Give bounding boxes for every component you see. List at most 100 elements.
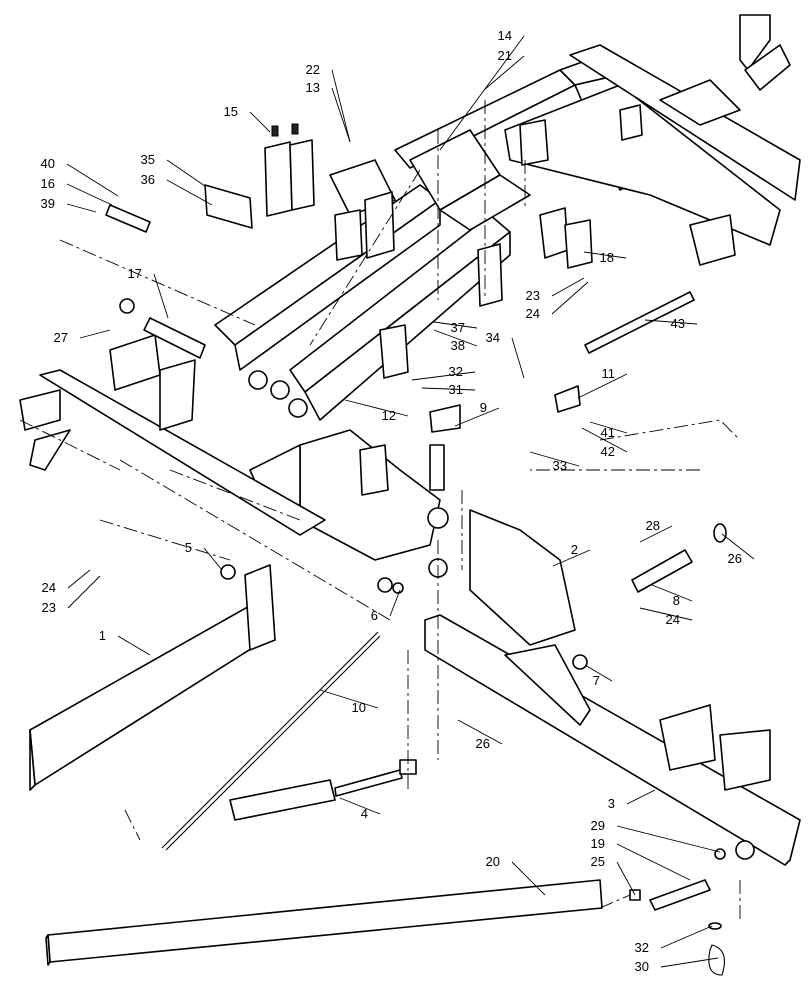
callout-leader-33 xyxy=(529,451,580,467)
callout-11: 11 xyxy=(602,366,616,381)
callout-leader-26 xyxy=(721,533,755,560)
callout-4: 4 xyxy=(361,806,368,821)
callout-41: 41 xyxy=(601,425,615,440)
callout-leader-29 xyxy=(616,825,721,853)
callout-leader-43 xyxy=(644,319,698,325)
callout-leader-1 xyxy=(117,635,151,656)
callout-30: 30 xyxy=(635,959,649,974)
callout-leader-2 xyxy=(552,549,591,567)
hydraulic-valve-block xyxy=(264,123,315,217)
callout-leader-31 xyxy=(421,387,476,391)
callout-leader-3 xyxy=(626,789,656,805)
hydraulic-cylinder-4 xyxy=(229,759,417,821)
callout-6: 6 xyxy=(371,608,378,623)
callout-leader-37 xyxy=(433,321,478,329)
callout-36: 36 xyxy=(141,172,155,187)
callout-leader-10 xyxy=(319,689,379,709)
callout-29: 29 xyxy=(591,818,605,833)
callout-leader-7 xyxy=(584,664,613,682)
callout-25: 25 xyxy=(591,854,605,869)
callout-leader-8 xyxy=(651,584,693,602)
callout-3: 3 xyxy=(608,796,615,811)
callout-21: 21 xyxy=(498,48,512,63)
callout-leader-5 xyxy=(203,547,223,571)
callout-35: 35 xyxy=(141,152,155,167)
callout-leader-24 xyxy=(639,607,693,621)
callout-leader-25 xyxy=(616,861,636,896)
callout-leader-14 xyxy=(439,35,525,151)
callout-leader-11 xyxy=(577,373,628,399)
callout-26: 26 xyxy=(476,736,490,751)
rod-43 xyxy=(584,291,695,354)
callout-15: 15 xyxy=(224,104,238,119)
callout-14: 14 xyxy=(498,28,512,43)
right-wing-frame xyxy=(424,509,801,866)
callout-leader-30 xyxy=(660,957,719,968)
callout-24: 24 xyxy=(526,306,540,321)
callout-leader-17 xyxy=(153,273,169,319)
callout-12: 12 xyxy=(382,408,396,423)
callout-18: 18 xyxy=(600,250,614,265)
callout-leader-20 xyxy=(511,861,546,896)
callout-39: 39 xyxy=(41,196,55,211)
callout-leader-32 xyxy=(411,371,476,381)
callout-26: 26 xyxy=(728,551,742,566)
callout-leader-21 xyxy=(483,55,525,91)
callout-leader-22 xyxy=(331,69,351,143)
callout-leader-23 xyxy=(551,277,585,297)
callout-19: 19 xyxy=(591,836,605,851)
callout-leader-24 xyxy=(67,569,91,589)
callout-32: 32 xyxy=(449,364,463,379)
callout-leader-39 xyxy=(66,203,97,213)
callout-leader-41 xyxy=(589,421,628,434)
callout-34: 34 xyxy=(486,330,500,345)
callout-43: 43 xyxy=(671,316,685,331)
callout-5: 5 xyxy=(185,540,192,555)
callout-leader-40 xyxy=(66,163,119,197)
callout-1: 1 xyxy=(99,628,106,643)
callout-leader-42 xyxy=(581,427,628,453)
callout-22: 22 xyxy=(306,62,320,77)
cylinder-40 xyxy=(105,204,151,233)
callout-leader-35 xyxy=(166,159,206,187)
callout-leader-32 xyxy=(660,925,713,949)
rod-10 xyxy=(161,631,381,851)
callout-leader-15 xyxy=(249,111,271,133)
callout-17: 17 xyxy=(128,266,142,281)
callout-32: 32 xyxy=(635,940,649,955)
callout-leader-12 xyxy=(344,399,409,417)
callout-27: 27 xyxy=(54,330,68,345)
callout-labels: 4016393536152213142117271823244337383432… xyxy=(41,28,755,974)
center-tongue-assembly xyxy=(214,129,531,421)
callout-leader-4 xyxy=(339,797,381,815)
callout-leader-34 xyxy=(511,337,525,379)
callout-10: 10 xyxy=(352,700,366,715)
callout-13: 13 xyxy=(306,80,320,95)
callout-leader-16 xyxy=(66,183,113,206)
mount-plate xyxy=(204,184,253,229)
callout-leader-18 xyxy=(583,251,627,259)
left-wing-frame xyxy=(19,334,404,791)
rear-main-frame xyxy=(394,14,801,266)
pin-30 xyxy=(708,922,725,976)
callout-leader-24 xyxy=(551,281,589,315)
callout-24: 24 xyxy=(42,580,56,595)
callout-31: 31 xyxy=(449,382,463,397)
callout-9: 9 xyxy=(480,400,487,415)
callout-leader-36 xyxy=(166,179,213,206)
callout-23: 23 xyxy=(42,600,56,615)
callout-leader-9 xyxy=(454,407,500,427)
callout-40: 40 xyxy=(41,156,55,171)
roller-8 xyxy=(631,523,727,593)
callout-37: 37 xyxy=(451,320,465,335)
turnbuckle-19 xyxy=(629,848,726,911)
callout-7: 7 xyxy=(593,673,600,688)
callout-leader-19 xyxy=(616,843,691,881)
callout-42: 42 xyxy=(601,444,615,459)
callout-leader-13 xyxy=(331,87,351,143)
callout-leader-38 xyxy=(433,329,478,347)
callout-38: 38 xyxy=(451,338,465,353)
callout-20: 20 xyxy=(486,854,500,869)
shaft-17 xyxy=(119,298,206,359)
